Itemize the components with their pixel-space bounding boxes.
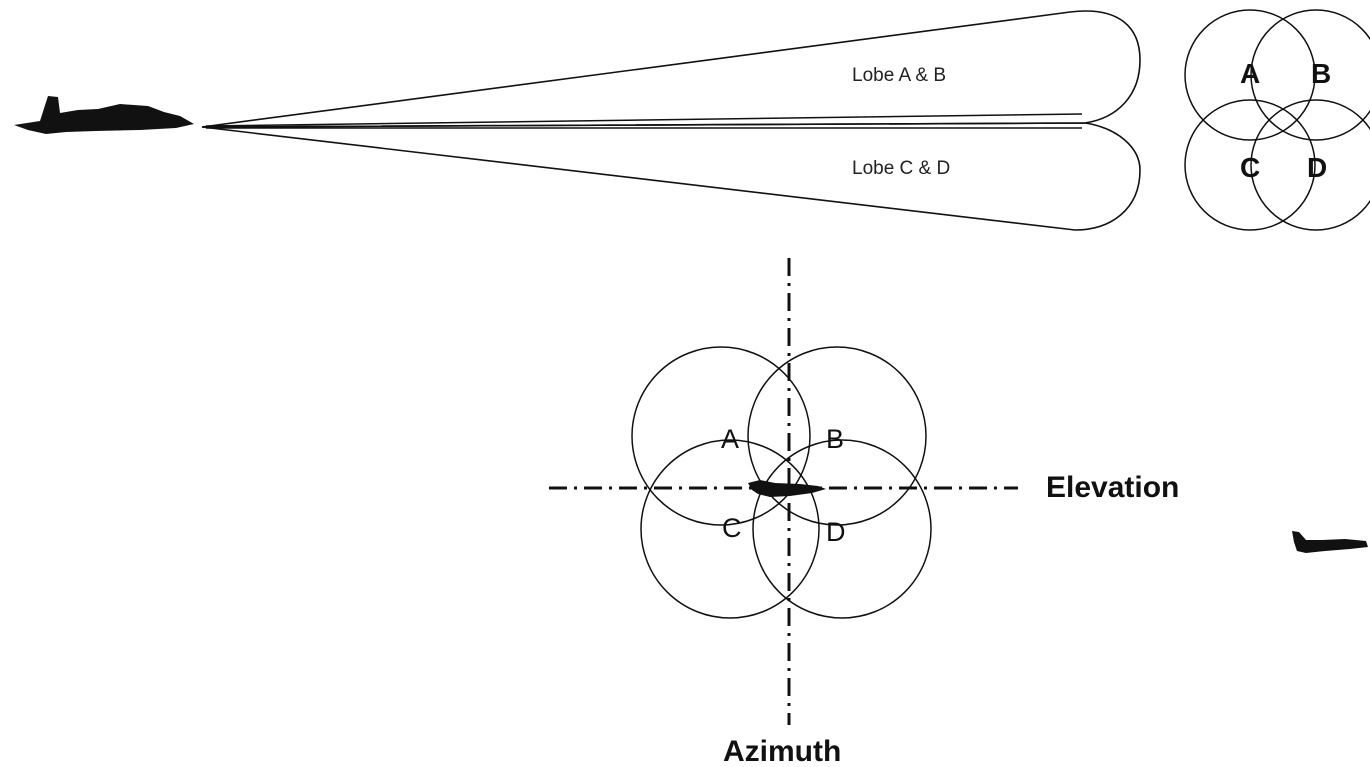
right-aircraft-icon [1292, 531, 1368, 553]
center-circle-b [747, 346, 927, 526]
center-label-b: B [826, 424, 844, 454]
lobe-ab-label: Lobe A & B [852, 65, 946, 86]
center-aircraft-icon [748, 480, 826, 497]
center-cross-section [631, 346, 932, 619]
top-label-b: B [1311, 58, 1331, 89]
center-label-a: A [721, 424, 739, 454]
boresight-line-upper [205, 113, 1083, 127]
top-label-c: C [1240, 152, 1260, 183]
lobe-cd-outline [201, 122, 1141, 231]
lobe-ab-outline [201, 10, 1141, 128]
top-circle-a [1184, 9, 1316, 141]
top-cross-section: A B C D [1184, 9, 1370, 231]
top-circle-c [1184, 99, 1316, 231]
elevation-label: Elevation [1046, 471, 1179, 504]
center-circle-c [640, 439, 820, 619]
azimuth-label: Azimuth [723, 735, 841, 767]
center-label-d: D [826, 517, 846, 547]
center-circle-a [631, 346, 811, 526]
left-aircraft-icon [14, 96, 194, 134]
top-label-d: D [1307, 152, 1327, 183]
center-label-c: C [722, 513, 742, 543]
top-label-a: A [1240, 58, 1260, 89]
top-circle-b [1250, 9, 1370, 141]
center-circle-d [752, 439, 932, 619]
top-circle-d [1250, 99, 1370, 231]
lobe-cd-label: Lobe C & D [852, 158, 950, 179]
